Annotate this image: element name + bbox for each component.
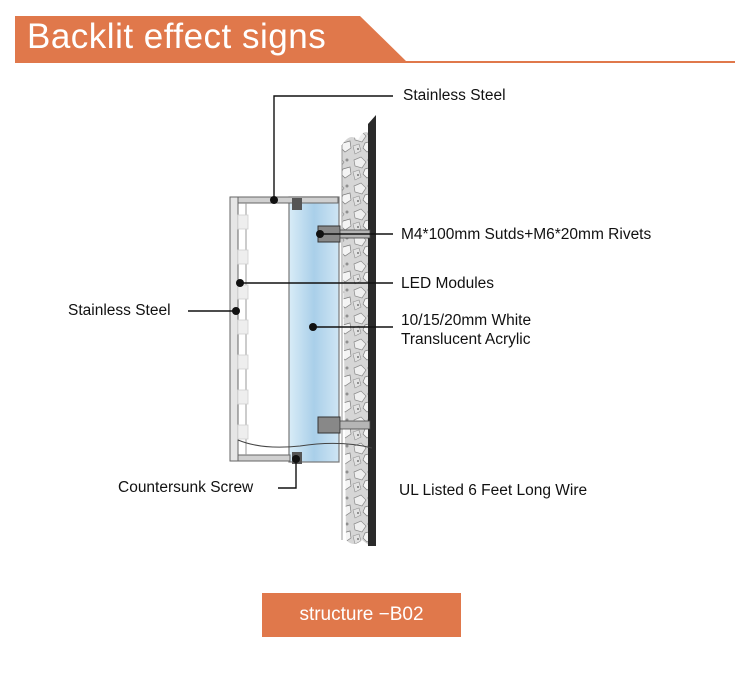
wall [341,115,376,546]
label-ul-wire: UL Listed 6 Feet Long Wire [399,482,588,499]
label-countersunk-screw: Countersunk Screw [118,479,254,496]
label-studs-rivets: M4*100mm Sutds+M6*20mm Rivets [401,226,652,243]
led-modules [237,214,249,440]
stainless-steel-return [229,196,339,462]
label-stainless-steel-left: Stainless Steel [68,302,171,319]
label-acrylic-line2: Translucent Acrylic [401,331,531,348]
leader-dots [232,196,324,463]
label-acrylic-line1: 10/15/20mm White [401,312,532,329]
header-banner [15,16,735,63]
structure-badge-label: structure −B02 [299,604,424,625]
wire [237,439,373,449]
label-led-modules: LED Modules [401,275,495,292]
structure-badge: structure −B02 [262,593,461,637]
label-stainless-steel-top: Stainless Steel [403,87,506,104]
leader-lines [188,95,393,489]
page-title: Backlit effect signs [27,17,327,56]
